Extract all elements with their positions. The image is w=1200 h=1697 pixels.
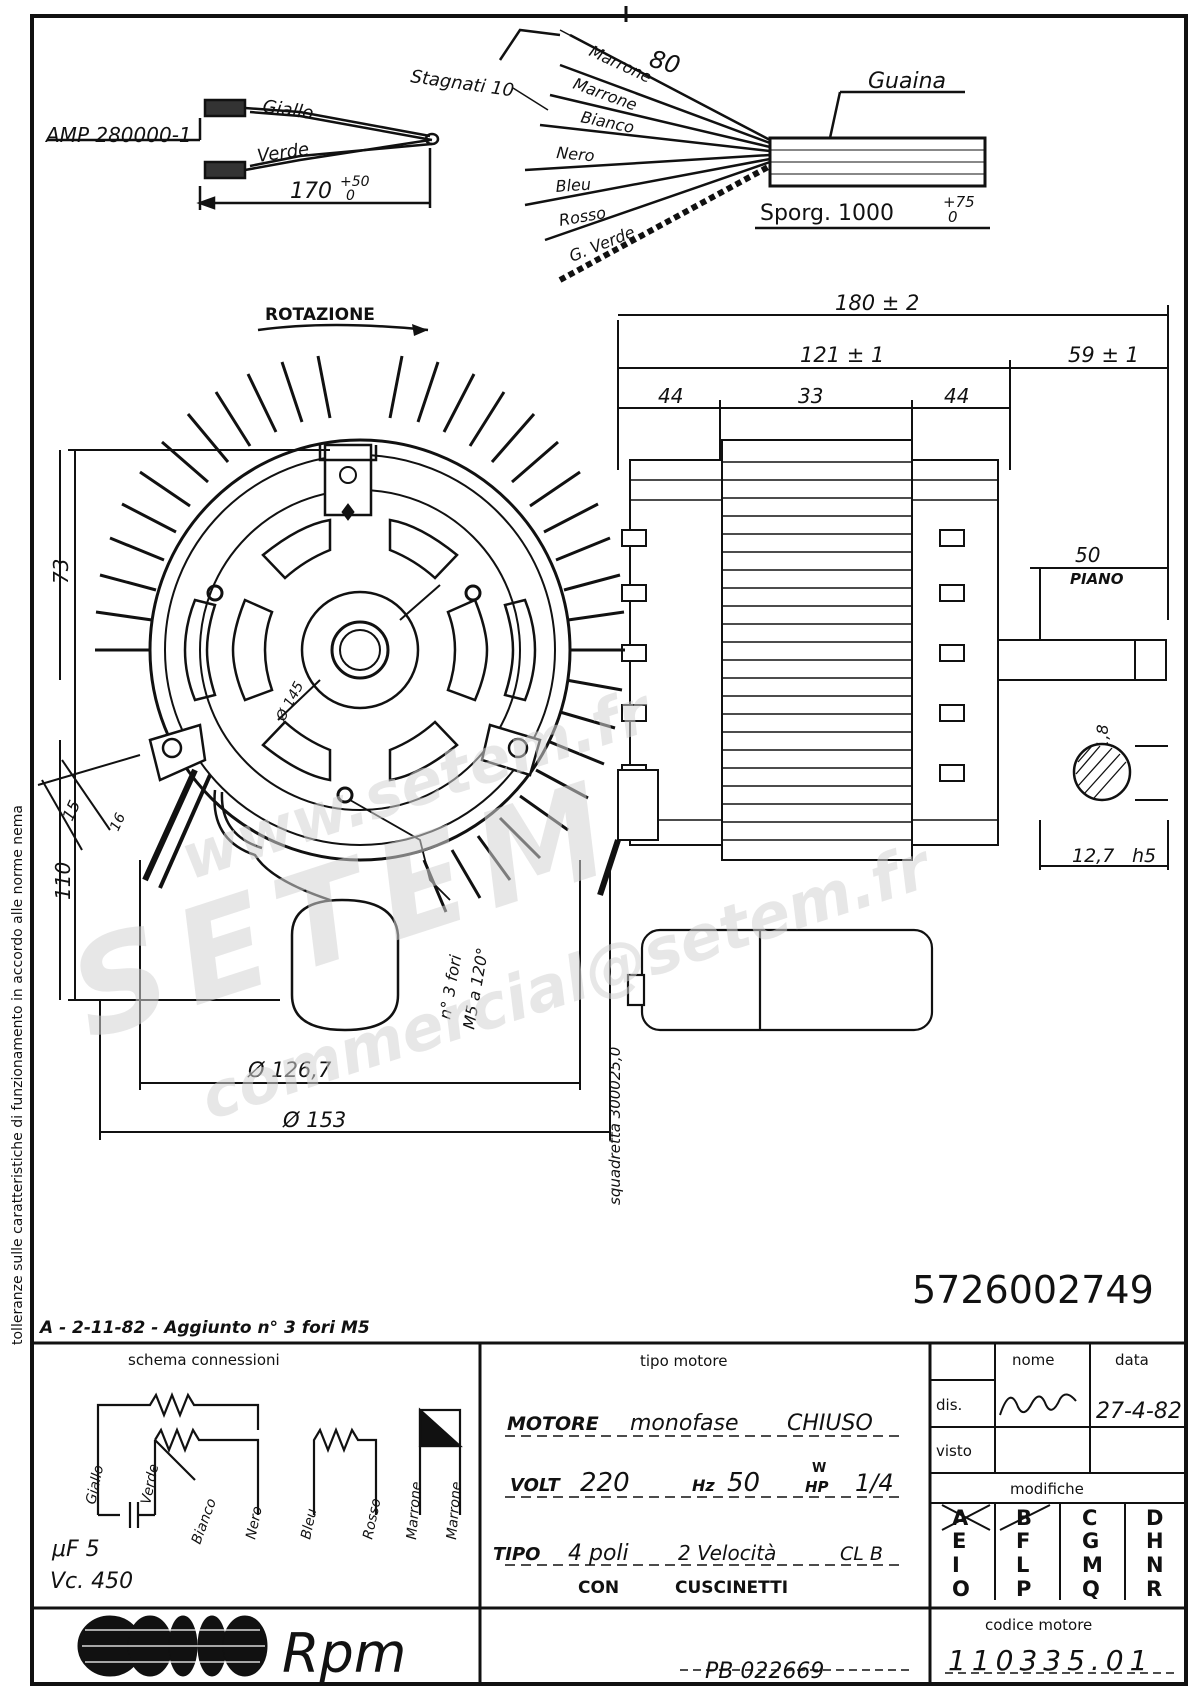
dim-50-piano: 50 (1075, 543, 1100, 567)
svg-text:D: D (1146, 1506, 1163, 1530)
svg-text:L: L (1016, 1553, 1029, 1577)
side-view-fins (630, 461, 998, 841)
svg-text:C: C (1082, 1506, 1097, 1530)
drawing-frame (30, 14, 1188, 1686)
svg-text:G: G (1082, 1529, 1099, 1553)
dim-33: 33 (798, 384, 823, 408)
svg-text:W: W (812, 1461, 826, 1476)
svg-text:E: E (952, 1529, 966, 1553)
svg-text:modifiche: modifiche (1010, 1480, 1084, 1498)
part-number: 5726002749 (912, 1268, 1154, 1312)
shaft-section (1072, 742, 1132, 802)
front-dim-110: 110 (51, 862, 75, 900)
title-block-grid (32, 1341, 1186, 1684)
motore-label: MOTORE (507, 1413, 599, 1435)
front-dim-73: 73 (49, 559, 73, 584)
schema-title: schema connessioni (128, 1351, 280, 1369)
svg-text:P: P (1016, 1577, 1031, 1601)
brand-name: Rpm (282, 1622, 406, 1685)
side-view-motor (629, 439, 1167, 861)
guaina-label: Guaina (868, 69, 946, 94)
voltage-cap-label: Vc. 450 (50, 1569, 133, 1594)
side-cable-gland (597, 769, 659, 896)
motor-code: 110335.01 (948, 1644, 1153, 1677)
svg-text:Q: Q (1082, 1577, 1100, 1601)
dim-12-7: 12,7 (1072, 845, 1114, 867)
svg-text:M: M (1082, 1553, 1103, 1577)
yellow-green-wires (47, 98, 440, 210)
dim-180: 180 ± 2 (835, 291, 919, 315)
rotation-arrow-icon (257, 323, 429, 332)
pb-number: PB 022669 (705, 1659, 824, 1684)
rotation-label: ROTAZIONE (265, 305, 375, 325)
dim-121: 121 ± 1 (800, 343, 884, 367)
svg-text:VOLT: VOLT (510, 1475, 561, 1496)
svg-text:O: O (952, 1577, 970, 1601)
rpm-logo-icon (77, 1615, 268, 1677)
schema-bleu: Bleu (298, 1507, 320, 1541)
capacitor (626, 928, 934, 1032)
tipo-motore-header: tipo motore (640, 1352, 727, 1370)
amp-connector-label: AMP 280000-1 (44, 123, 192, 147)
svg-text:TIPO: TIPO (493, 1544, 540, 1565)
svg-text:0: 0 (346, 188, 355, 204)
front-dim-126-7: Ø 126,7 (247, 1058, 332, 1082)
svg-text:Hz: Hz (692, 1476, 715, 1495)
schema-nero: Nero (243, 1505, 266, 1541)
dim-44-left: 44 (658, 384, 683, 408)
cable-bundle (498, 28, 990, 283)
svg-text:codice motore: codice motore (985, 1616, 1092, 1634)
svg-text:+50: +50 (340, 174, 370, 190)
wire-bleu: Bleu (555, 175, 592, 196)
revision-note: A - 2-11-82 - Aggiunto n° 3 fori M5 (38, 1318, 370, 1338)
capacitance-label: μF 5 (51, 1537, 100, 1562)
velocita-value: 2 Velocità (678, 1541, 776, 1565)
svg-text:F: F (1016, 1529, 1030, 1553)
length-170-label: 170 (290, 179, 332, 204)
front-view-dimensions (37, 449, 611, 1140)
front-dim-153: Ø 153 (282, 1108, 346, 1132)
monofase-label: monofase (630, 1411, 739, 1436)
dim-59: 59 ± 1 (1068, 343, 1139, 367)
schema-marrone-2: Marrone (444, 1481, 465, 1540)
class-value: CL B (840, 1543, 883, 1565)
chiuso-label: CHIUSO (787, 1411, 873, 1436)
svg-text:+75: +75 (943, 193, 975, 211)
volt-value: 220 (580, 1468, 630, 1498)
sporg-label: Sporg. 1000 (760, 201, 894, 226)
schema-marrone-1: Marrone (404, 1481, 425, 1540)
svg-text:N: N (1146, 1553, 1164, 1577)
squadretta-label: squadretta 300025,0 (606, 1047, 624, 1205)
svg-text:dis.: dis. (936, 1396, 962, 1414)
svg-text:0: 0 (948, 208, 958, 226)
power-value: 1/4 (855, 1469, 894, 1497)
svg-text:HP: HP (805, 1478, 829, 1496)
svg-text:visto: visto (936, 1442, 972, 1460)
poli-value: 4 poli (568, 1541, 629, 1566)
cuscinetti-label: CUSCINETTI (675, 1578, 788, 1598)
dis-date: 27-4-82 (1096, 1399, 1182, 1424)
wire-nero: Nero (556, 143, 596, 165)
dim-44-right: 44 (944, 384, 969, 408)
svg-text:I: I (952, 1553, 960, 1577)
svg-text:CON: CON (578, 1578, 619, 1598)
front-view-motor (95, 355, 625, 1032)
cooling-fins (95, 355, 625, 913)
tolerance-note: tolleranze sulle caratteristiche di funz… (10, 805, 26, 1345)
h5-label: h5 (1132, 845, 1156, 867)
signature-icon (999, 1393, 1077, 1416)
front-dim-16: 16 (107, 811, 129, 834)
svg-text:data: data (1115, 1351, 1149, 1369)
side-view-dimensions (617, 305, 1169, 640)
svg-text:R: R (1146, 1577, 1162, 1601)
modifiche-grid: A B C D E F G H I L M N O P Q R (952, 1506, 1164, 1601)
wiring-schematic (96, 1392, 463, 1528)
hz-value: 50 (727, 1468, 760, 1498)
piano-label: PIANO (1070, 570, 1124, 588)
svg-text:nome: nome (1012, 1351, 1055, 1369)
svg-text:H: H (1146, 1529, 1164, 1553)
